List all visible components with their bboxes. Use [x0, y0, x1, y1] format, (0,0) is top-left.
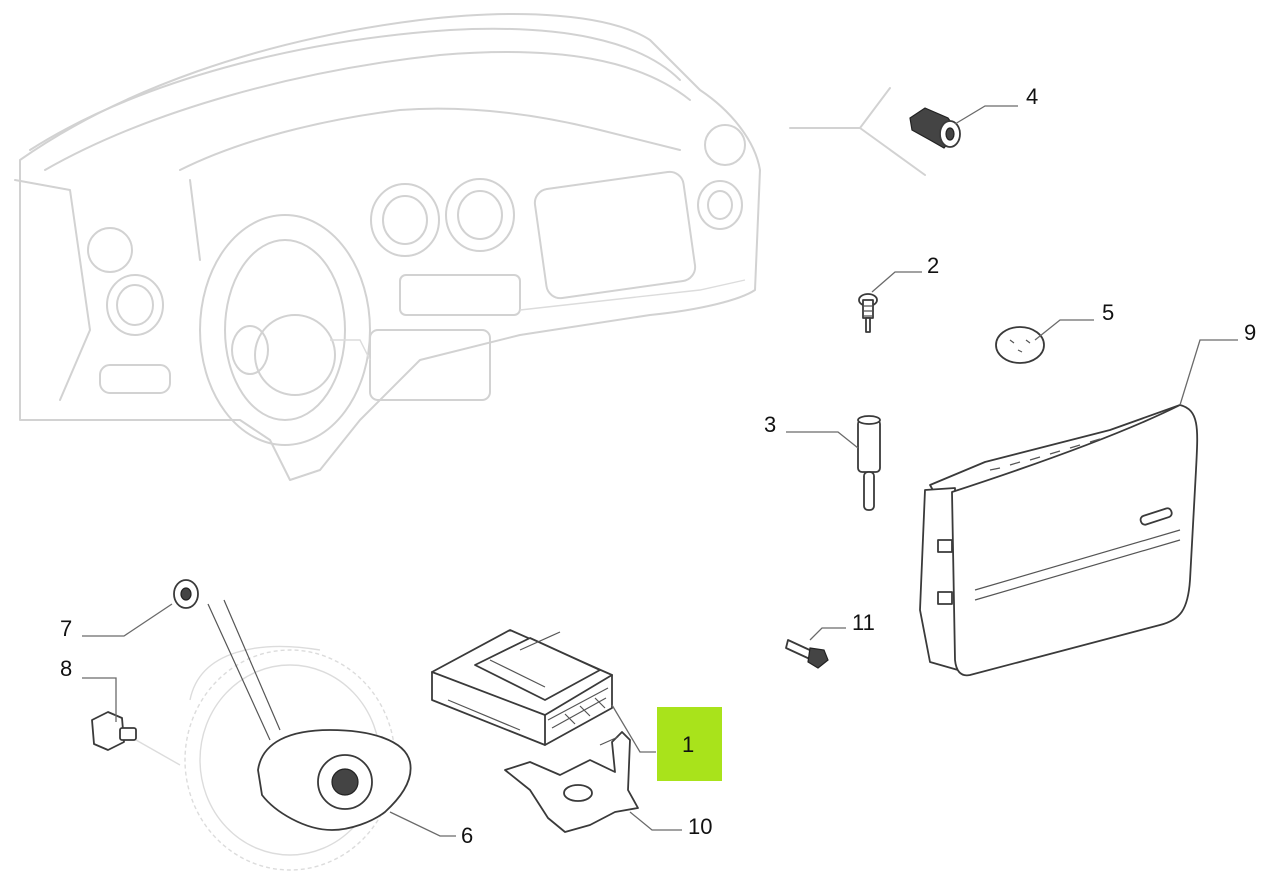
- leader-lines: [82, 105, 1238, 837]
- callout-6[interactable]: 6: [461, 823, 473, 848]
- callout-3[interactable]: 3: [764, 412, 776, 437]
- callout-10[interactable]: 10: [688, 814, 712, 839]
- callout-9[interactable]: 9: [1244, 320, 1256, 345]
- part-4-clip: [789, 87, 961, 176]
- part-11-screw: [785, 639, 829, 669]
- part-7-washer: [173, 579, 281, 741]
- callout-11[interactable]: 11: [852, 610, 875, 635]
- part-10-bracket: [504, 731, 639, 833]
- part-2-push-pin: [858, 293, 878, 333]
- part-9-passenger-airbag: [919, 404, 1199, 677]
- part-5-cap: [995, 326, 1045, 364]
- dashboard-ghost-outline: [14, 13, 761, 481]
- callout-8[interactable]: 8: [60, 656, 72, 681]
- callout-2[interactable]: 2: [927, 253, 939, 278]
- callout-5[interactable]: 5: [1102, 300, 1114, 325]
- part-3-pin: [857, 415, 881, 511]
- part-6-driver-airbag: [257, 729, 412, 831]
- callout-7[interactable]: 7: [60, 616, 72, 641]
- callout-labels: 1 2 3 4 5 6 7 8 9 10 11: [60, 84, 1256, 848]
- callout-4[interactable]: 4: [1026, 84, 1038, 109]
- part-8-bolt: [91, 711, 181, 766]
- part-1-control-module: [431, 629, 613, 746]
- callout-1-highlight: [657, 707, 722, 781]
- callout-1[interactable]: 1: [682, 732, 694, 757]
